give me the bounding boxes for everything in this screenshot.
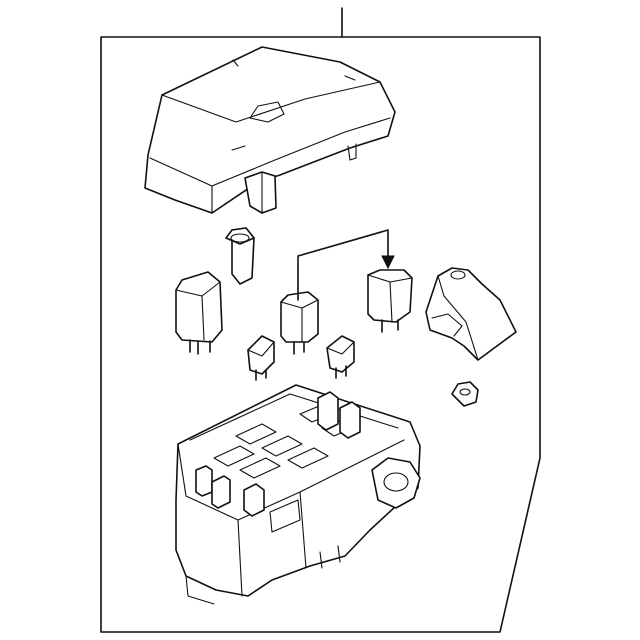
blade-fuse: [247, 335, 275, 381]
relay-socket-blocks: [195, 391, 361, 517]
relay-small: [280, 291, 319, 355]
terminal-cover: [425, 267, 517, 361]
blade-fuse: [326, 335, 355, 379]
fuse-box-cover: [144, 46, 396, 214]
relay-with-arrow: [297, 229, 413, 333]
cartridge-fuse: [225, 227, 255, 285]
relay-large: [175, 271, 223, 355]
assembly-frame: [100, 7, 541, 633]
fuse-box-housing: [175, 384, 421, 605]
hex-nut: [451, 381, 479, 407]
